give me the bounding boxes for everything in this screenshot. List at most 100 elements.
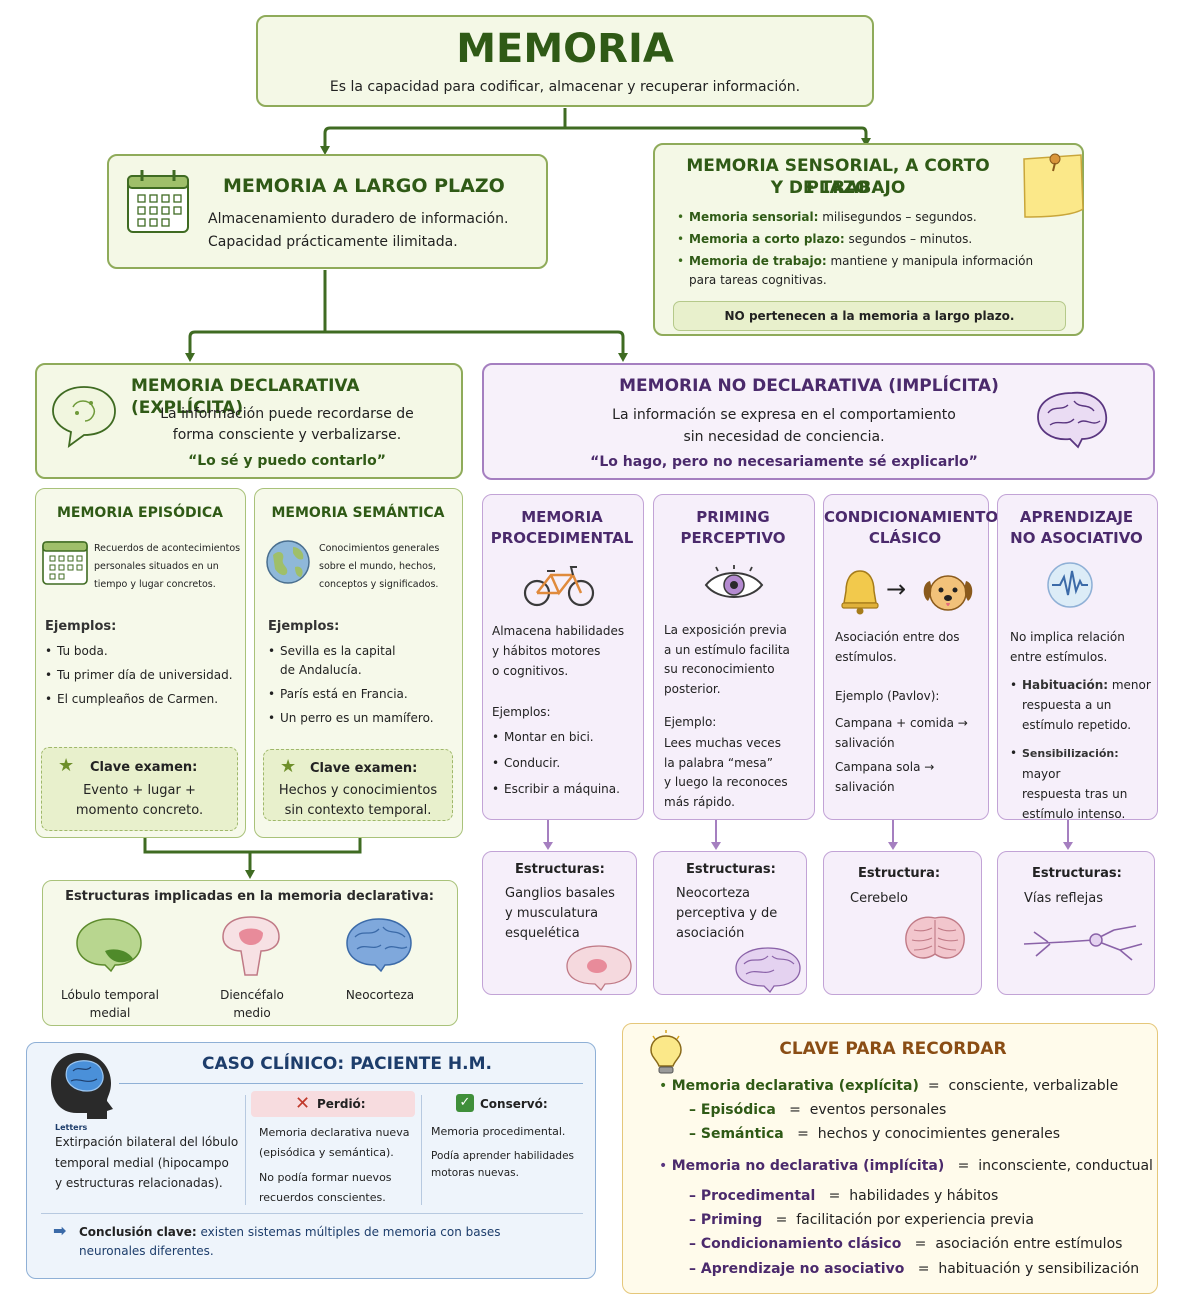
- wave-icon: [1047, 562, 1093, 608]
- temporal-lobe-brain-icon: [76, 918, 142, 973]
- declarativa-quote: “Lo sé y puedo contarlo”: [188, 453, 386, 469]
- episodica-box: MEMORIA EPISÓDICA Recuerdos de acontecim…: [35, 488, 246, 838]
- estructuras-condicionamiento-box: Estructura: Cerebelo: [823, 851, 982, 995]
- episodica-ejemplos: Tu boda. Tu primer día de universidad. E…: [45, 642, 245, 709]
- clave-row-5: – Priming = facilitación por experiencia…: [689, 1212, 1034, 1228]
- declarativa-line2: forma consciente y verbalizarse.: [172, 427, 402, 443]
- head-icon-label: Letters: [55, 1123, 88, 1132]
- main-box: MEMORIA Es la capacidad para codificar, …: [256, 15, 874, 107]
- star-icon: ★: [58, 755, 75, 776]
- cerebellum-icon: [905, 916, 965, 959]
- conservo-label: Conservó:: [480, 1097, 548, 1111]
- no-declarativa-quote: “Lo hago, pero no necesariamente sé expl…: [590, 454, 978, 470]
- largo-plazo-title: MEMORIA A LARGO PLAZO: [223, 175, 505, 197]
- caso-bottom-rule: [41, 1213, 583, 1214]
- speech-bubble-icon: [52, 386, 116, 448]
- condicionamiento-ejemplo-1: Campana + comida →salivación: [835, 716, 968, 750]
- semantica-clave-box: ★ Clave examen: Hechos y conocimientos s…: [263, 749, 453, 821]
- eye-icon: [704, 565, 764, 598]
- caso-clinico-box: Letters CASO CLÍNICO: PACIENTE H.M. Exti…: [26, 1042, 596, 1279]
- procedimental-ejemplos-label: Ejemplos:: [492, 705, 551, 719]
- clave-row-6: – Condicionamiento clásico = asociación …: [689, 1236, 1123, 1252]
- sensorial-note: NO pertenecen a la memoria a largo plazo…: [673, 301, 1066, 331]
- semantica-ejemplos: Sevilla es la capital de Andalucía. Parí…: [268, 642, 458, 728]
- sensorial-title-1: MEMORIA SENSORIAL, A CORTO PLAZO: [686, 156, 990, 198]
- star-icon: ★: [280, 756, 297, 777]
- largo-plazo-line2: Capacidad prácticamente ilimitada.: [208, 234, 458, 250]
- estructura-neocorteza: Neocorteza: [345, 988, 415, 1002]
- estructuras-no-asociativo-box: Estructuras: Vías reflejas: [997, 851, 1155, 995]
- declarativa-title: MEMORIA DECLARATIVA (EXPLÍCITA): [131, 376, 360, 418]
- episodica-clave-box: ★ Clave examen: Evento + lugar + momento…: [41, 747, 238, 831]
- caso-separator-1: [245, 1095, 246, 1205]
- semantica-ejemplos-label: Ejemplos:: [268, 619, 340, 634]
- diencephalon-icon: [222, 916, 280, 976]
- basal-ganglia-brain-icon: [566, 945, 632, 992]
- semantica-clave-label: Clave examen:: [310, 761, 418, 776]
- estructuras-procedimental-label: Estructuras:: [515, 862, 605, 877]
- calendar-small-icon: [42, 541, 88, 585]
- no-declarativa-line1: La información se expresa en el comporta…: [612, 407, 956, 423]
- declarativa-box: MEMORIA DECLARATIVA (EXPLÍCITA) La infor…: [35, 363, 463, 479]
- main-subtitle: Es la capacidad para codificar, almacena…: [329, 79, 801, 95]
- globe-icon: [266, 540, 310, 584]
- main-title: MEMORIA: [456, 26, 674, 72]
- clave-recordar-title: CLAVE PARA RECORDAR: [779, 1039, 1007, 1059]
- episodica-clave-1: Evento + lugar +: [83, 783, 196, 798]
- estructuras-no-asociativo-label: Estructuras:: [1032, 866, 1122, 881]
- arrow-icon: ➡: [53, 1221, 67, 1240]
- perdio-text: Memoria declarativa nueva(episódica y se…: [259, 1126, 410, 1159]
- condicionamiento-ejemplo-label: Ejemplo (Pavlov):: [835, 689, 940, 703]
- declarativa-line1: La información puede recordarse de: [160, 406, 414, 422]
- dog-icon: [923, 575, 973, 611]
- sensorial-list: Memoria sensorial: milisegundos – segund…: [677, 208, 1057, 290]
- conclusion-text: Conclusión clave: existen sistemas múlti…: [79, 1225, 501, 1258]
- episodica-ejemplos-label: Ejemplos:: [45, 619, 117, 634]
- largo-plazo-box: MEMORIA A LARGO PLAZO Almacenamiento dur…: [107, 154, 548, 269]
- cross-icon: ✕: [295, 1093, 311, 1114]
- episodica-title: MEMORIA EPISÓDICA: [57, 505, 223, 521]
- caso-clinico-title-rule: [119, 1083, 583, 1084]
- clave-row-4: – Procedimental = habilidades y hábitos: [689, 1188, 999, 1204]
- estructuras-no-asociativo-text: Vías reflejas: [1024, 891, 1103, 906]
- clave-row-3: • Memoria no declarativa (implícita) = i…: [659, 1158, 1153, 1174]
- sticky-note-icon: [1023, 153, 1084, 218]
- largo-plazo-line1: Almacenamiento duradero de información.: [208, 211, 509, 227]
- clave-recordar-box: CLAVE PARA RECORDAR • Memoria declarativ…: [622, 1023, 1158, 1294]
- semantica-clave-1: Hechos y conocimientos: [278, 783, 438, 798]
- lightbulb-icon: [650, 1030, 682, 1074]
- caso-separator-2: [421, 1095, 422, 1205]
- procedimental-ejemplos: Montar en bici. Conducir. Escribir a máq…: [492, 728, 642, 799]
- no-declarativa-line2: sin necesidad de conciencia.: [683, 429, 885, 445]
- neocortex-brain-icon: [346, 918, 412, 973]
- bicycle-icon: [523, 566, 595, 607]
- conservo-text: Memoria procedimental.: [431, 1125, 566, 1138]
- clave-row-0: • Memoria declarativa (explícita) = cons…: [659, 1078, 1119, 1094]
- condicionamiento-ejemplo-2: Campana sola →salivación: [835, 760, 935, 794]
- clave-row-1: – Episódica = eventos personales: [689, 1102, 947, 1118]
- semantica-title: MEMORIA SEMÁNTICA: [271, 505, 445, 521]
